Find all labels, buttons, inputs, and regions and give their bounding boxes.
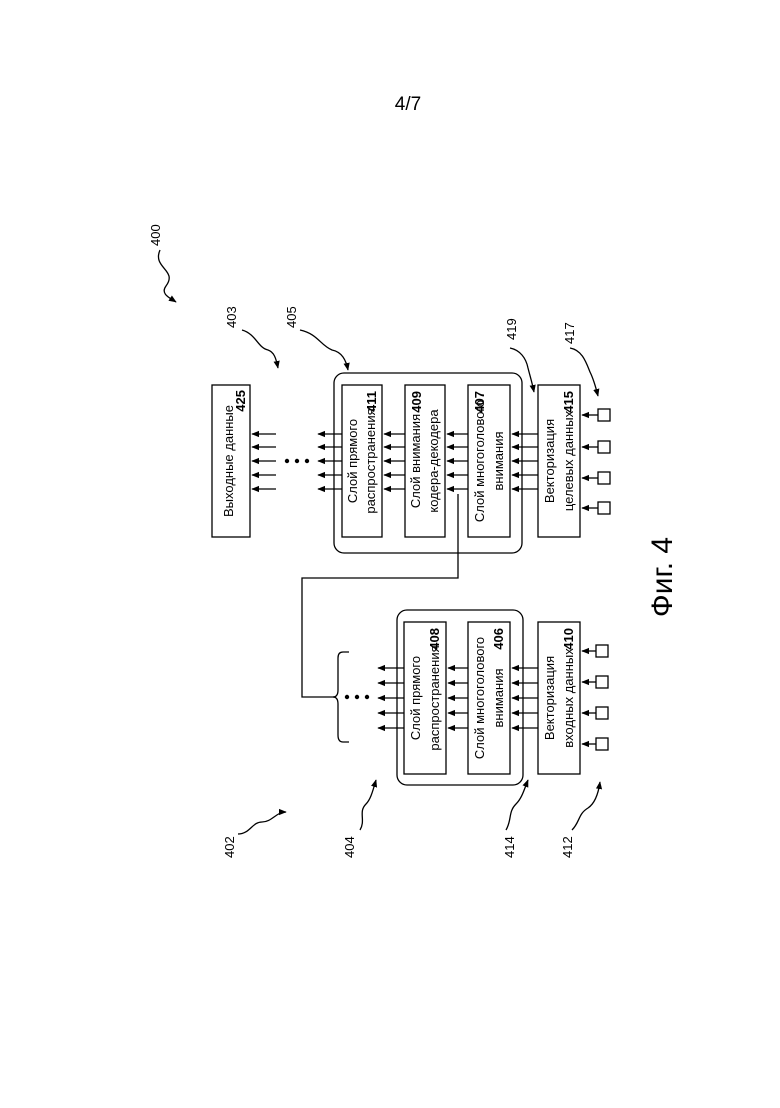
ref-402-leader [238,812,286,834]
ref-402: 402 [222,836,237,858]
encoder-output-arrows [378,668,404,728]
decoder-cross-to-ff-arrows [384,434,405,489]
encoder-feed-forward-line2: распространения [427,645,442,750]
decoder-embedding-line1: Векторизация [542,419,557,503]
ref-404: 404 [342,836,357,858]
encoder-embedding-ref: 410 [561,628,576,650]
output-data-ref: 425 [233,390,248,412]
decoder-embedding-ref: 415 [561,391,576,413]
encoder-output-ellipsis [345,695,369,699]
figure-caption: Фиг. 4 [646,537,679,617]
decoder-self-attention-line2: внимания [491,432,506,491]
page-number: 4/7 [395,94,421,115]
ref-414: 414 [502,836,517,858]
decoder-self-to-cross-arrows [447,434,468,489]
ref-419: 419 [504,318,519,340]
decoder-output-arrows [318,434,342,489]
decoder-cross-attention-line2: кодера-декодера [426,409,441,513]
encoder-embedding-line1: Векторизация [542,656,557,740]
encoder-embedding-line2: входных данных [561,648,576,748]
ref-403: 403 [224,306,239,328]
ref-412: 412 [560,836,575,858]
encoder-self-to-ff-arrows [448,668,468,728]
ref-400: 400 [148,224,163,246]
encoder-self-attention-line1: Слой многоголового [472,637,487,759]
decoder-feed-forward-line2: распространения [363,408,378,513]
encoder-feed-forward-line1: Слой прямого [408,656,423,740]
ref-405: 405 [284,306,299,328]
decoder-self-attention-line1: Слой многоголового [472,400,487,522]
ref-400-leader [158,250,176,302]
decoder-cross-attention-ref: 409 [409,391,424,413]
decoder-embed-to-self-arrows [512,434,538,489]
encoder-self-attention-ref: 406 [491,628,506,650]
decoder-input-tokens [582,409,610,514]
encoder-self-attention-line2: внимания [491,669,506,728]
decoder-feed-forward-line1: Слой прямого [345,419,360,503]
ref-417: 417 [562,322,577,344]
decoder-feed-forward-ref: 411 [364,391,379,412]
ref-412-leader [572,782,600,830]
encoder-feed-forward-ref: 408 [427,628,442,650]
output-data-label: Выходные данные [221,405,236,517]
output-arrows [252,434,276,489]
encoder-embed-to-self-arrows [512,668,538,728]
decoder-self-attention-ref: 407 [472,391,487,413]
encoder-input-tokens [582,645,608,750]
ref-405-leader [300,330,348,370]
decoder-embedding-line2: целевых данных [561,410,576,511]
decoder-cross-attention-line1: Слой внимания [408,414,423,508]
ref-404-leader [360,780,376,830]
ref-414-leader [506,780,528,830]
decoder-output-ellipsis [285,459,309,463]
ref-403-leader [242,330,278,368]
ref-417-leader [570,348,598,396]
